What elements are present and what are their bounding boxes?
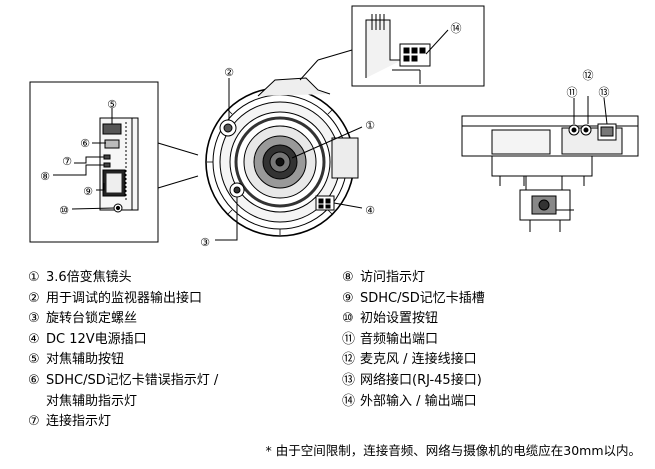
- legend-item: ① 3.6倍变焦镜头: [28, 268, 318, 289]
- legend-number: ⑦: [28, 414, 40, 430]
- legend-number: ④: [28, 331, 40, 347]
- legend-item: ⑩ 初始设置按钮: [342, 309, 642, 330]
- legend-text: SDHC/SD记忆卡插槽: [360, 290, 485, 306]
- legend-text: 麦克风 / 连接线接口: [360, 352, 477, 368]
- callout-11: ⑪: [567, 86, 578, 99]
- terminal-inset: [351, 5, 485, 87]
- legend-text: 旋转台锁定螺丝: [46, 311, 138, 327]
- legend-text: 对焦辅助指示灯: [46, 393, 138, 409]
- legend-number: ②: [28, 290, 40, 306]
- legend-text: 对焦辅助按钮: [46, 352, 125, 368]
- callout-2: ②: [224, 66, 234, 79]
- callout-9: ⑨: [83, 185, 93, 198]
- legend-number: ⑪: [342, 331, 356, 347]
- legend-item: ⑨ SDHC/SD记忆卡插槽: [342, 289, 642, 310]
- dome-top-view: [205, 49, 363, 241]
- legend-item: ② 用于调试的监视器输出接口: [28, 289, 318, 310]
- legend-left: ① 3.6倍变焦镜头 ② 用于调试的监视器输出接口 ③ 旋转台锁定螺丝 ④ DC 12V…: [28, 268, 318, 433]
- callout-7: ⑦: [62, 155, 72, 168]
- legend-text: 3.6倍变焦镜头: [46, 270, 132, 285]
- legend-number: ⑩: [342, 311, 354, 327]
- callout-markers: ⑤ ⑥ ⑦ ⑧ ⑨ ⑩ ② ① ④ ③ ⑭ ⑪ ⑫ ⑬: [40, 22, 609, 249]
- callout-12: ⑫: [583, 69, 594, 82]
- legend-item: ③ 旋转台锁定螺丝: [28, 309, 318, 330]
- callout-14: ⑭: [451, 22, 462, 35]
- legend-item: ④ DC 12V电源插口: [28, 330, 318, 351]
- legend-text: 网络接口(RJ-45接口): [360, 372, 482, 388]
- legend-number: ⑤: [28, 352, 40, 368]
- callout-5: ⑤: [107, 98, 117, 111]
- legend-number: ⑨: [342, 290, 354, 306]
- legend-number: ⑭: [342, 393, 356, 409]
- legend-item: ⑦ 连接指示灯: [28, 412, 318, 433]
- camera-diagram: ⑤ ⑥ ⑦ ⑧ ⑨ ⑩ ② ① ④ ③ ⑭ ⑪ ⑫ ⑬: [29, 5, 639, 249]
- legend-text: 访问指示灯: [360, 270, 426, 285]
- legend-item: ⑤ 对焦辅助按钮: [28, 350, 318, 371]
- legend-number: ⑥: [28, 372, 40, 388]
- legend-number: ⑬: [342, 372, 356, 388]
- legend-text: DC 12V电源插口: [46, 331, 147, 347]
- callout-8: ⑧: [40, 170, 50, 183]
- footnote: * 由于空间限制，连接音频、网络与摄像机的电缆应在30mm以内。: [265, 443, 641, 458]
- callout-13: ⑬: [599, 86, 610, 99]
- legend-item: ⑥ SDHC/SD记忆卡错误指示灯 /: [28, 371, 318, 392]
- legend-text: 用于调试的监视器输出接口: [46, 290, 203, 306]
- legend-number: ⑧: [342, 270, 354, 285]
- legend-text: 外部输入 / 输出端口: [360, 393, 477, 409]
- callout-10: ⑩: [59, 204, 69, 217]
- callout-4: ④: [365, 204, 375, 217]
- legend-text: 音频输出端口: [360, 331, 439, 347]
- legend-item: ⑧ 访问指示灯: [342, 268, 642, 289]
- callout-6: ⑥: [80, 137, 90, 150]
- legend-item-continuation: 对焦辅助指示灯: [28, 392, 318, 413]
- side-view: [461, 96, 639, 232]
- callout-1: ①: [365, 119, 375, 132]
- legend-text: SDHC/SD记忆卡错误指示灯 /: [46, 372, 219, 388]
- legend-number: ③: [28, 311, 40, 327]
- callout-3: ③: [200, 236, 210, 249]
- legend-number: ⑫: [342, 352, 356, 368]
- legend-text: 连接指示灯: [46, 414, 112, 430]
- legend-text: 初始设置按钮: [360, 311, 439, 327]
- side-board-inset: [29, 81, 199, 243]
- legend-number: ①: [28, 270, 40, 285]
